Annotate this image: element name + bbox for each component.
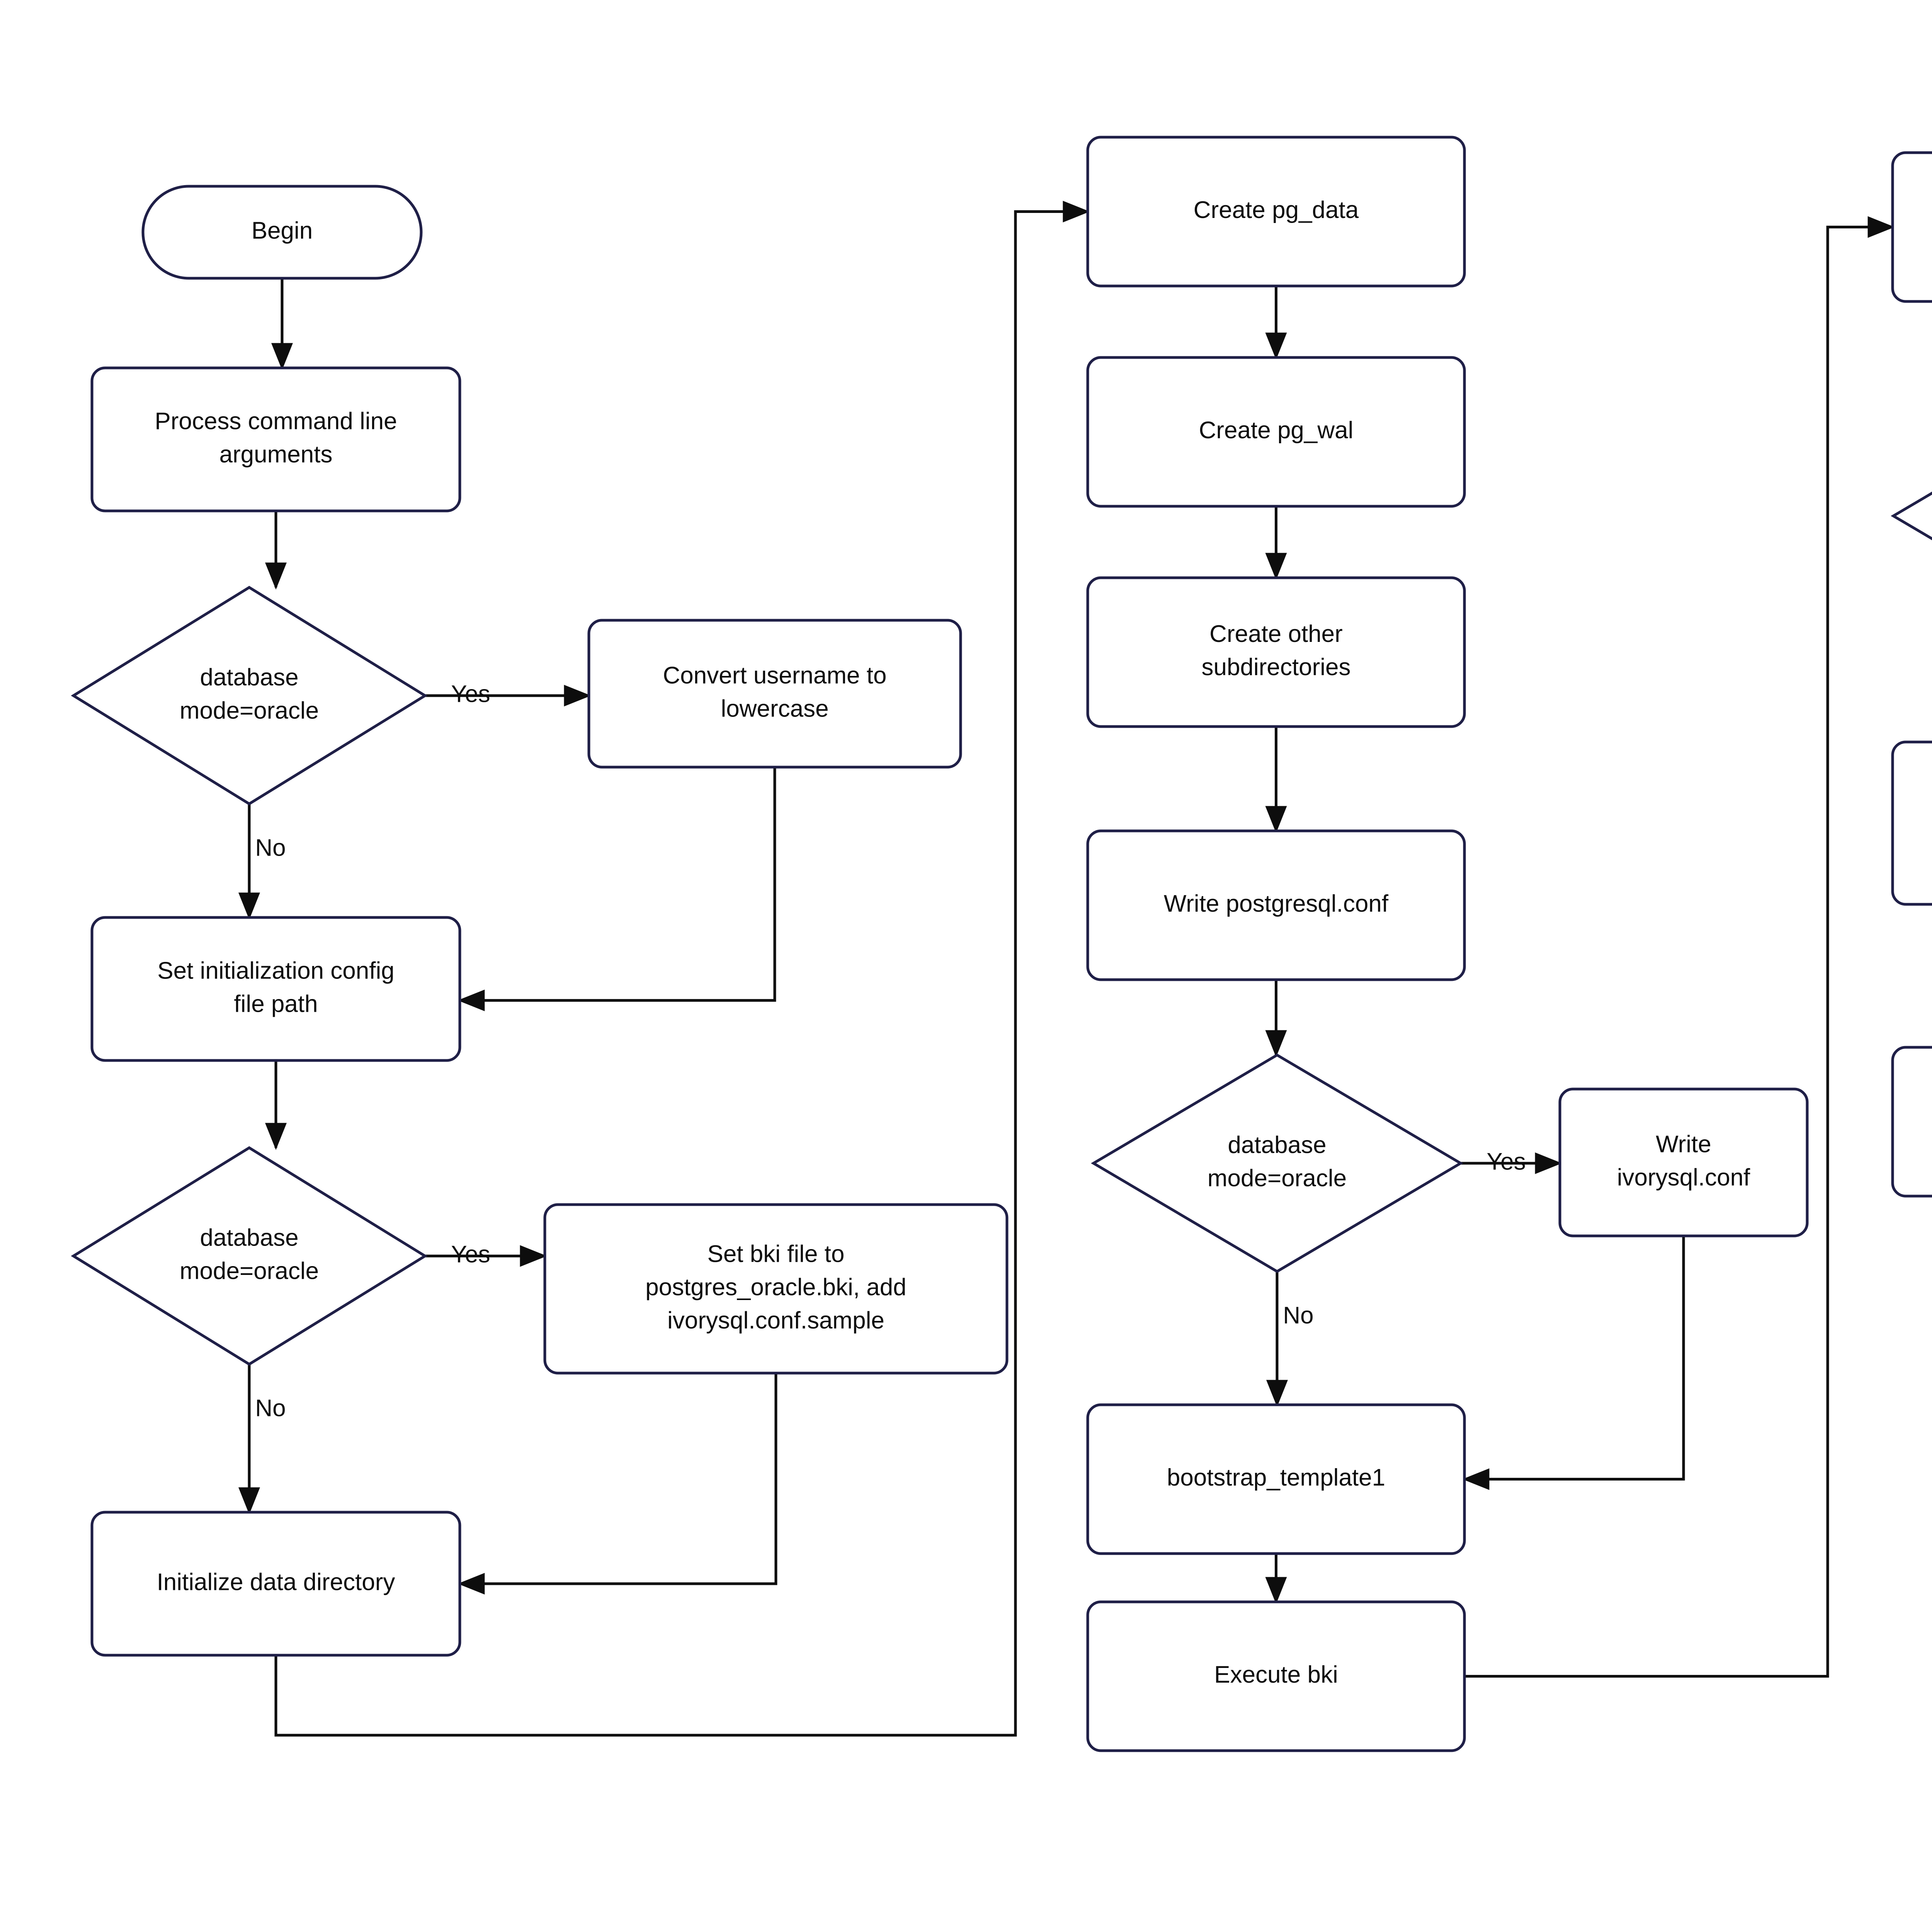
node-load_template0[interactable]: Load template0,postgres, ivorysqldatabas…: [1891, 740, 1932, 906]
node-execute_bki[interactable]: Execute bki: [1086, 1600, 1466, 1752]
node-label: mode=oracle: [1208, 1165, 1347, 1191]
decision-diamond: [71, 1146, 428, 1366]
node-write_ivoryconf[interactable]: Write ivorysql.conf: [1558, 1087, 1809, 1237]
node-label: database: [1228, 1132, 1326, 1158]
edge-label-e_dec3_no: No: [1283, 1302, 1313, 1329]
node-label: Set bki file to: [707, 1241, 845, 1267]
node-label: ivorysql.conf.sample: [667, 1307, 884, 1334]
edge-e_convert_config: [457, 767, 776, 1011]
node-label: Execute bki: [1214, 1661, 1338, 1688]
node-label: Create other: [1209, 621, 1343, 647]
node-set_config_path[interactable]: Set initialization config file path: [90, 916, 461, 1062]
edge-e_initdir_pgdata: [274, 201, 1090, 1737]
process-box: [90, 1511, 461, 1657]
node-label: lowercase: [721, 695, 828, 722]
process-box: [1086, 356, 1466, 508]
node-dec_mode_2[interactable]: database mode=oracle: [71, 1146, 428, 1366]
node-create_other[interactable]: Create other subdirectories: [1086, 576, 1466, 728]
edge-e_exec_initobj: [1464, 216, 1895, 1678]
node-label: arguments: [219, 441, 333, 468]
edges-layer: [238, 201, 1895, 1737]
node-init_data_dir[interactable]: Initialize data directory: [90, 1511, 461, 1657]
edge-label-e_dec2_yes: Yes: [451, 1241, 490, 1268]
node-dec_mode_1[interactable]: database mode=oracle: [71, 585, 428, 806]
edge-label-e_dec1_no: No: [255, 834, 286, 861]
edge-label-e_dec3_yes: Yes: [1486, 1148, 1526, 1175]
node-label: Begin: [252, 217, 313, 244]
process-box: [1558, 1087, 1809, 1237]
node-set_bki[interactable]: Set bki file to postgres_oracle.bki, add i…: [543, 1203, 1009, 1375]
node-label: Process command line: [155, 408, 397, 434]
node-label: Create pg_data: [1194, 197, 1359, 223]
node-label: file path: [234, 990, 318, 1017]
node-process_args[interactable]: Process command line arguments: [90, 366, 461, 512]
node-label: Write postgresql.conf: [1164, 890, 1389, 917]
node-write_pgconf[interactable]: Write postgresql.conf: [1086, 829, 1466, 981]
decision-diamond: [1091, 1053, 1463, 1273]
node-label: ivorysql.conf: [1617, 1164, 1750, 1191]
node-create_pg_data[interactable]: Create pg_data: [1086, 136, 1466, 288]
node-label: database: [200, 1224, 298, 1251]
node-label: subdirectories: [1202, 654, 1351, 681]
node-dec_mode_3[interactable]: database mode=oracle: [1091, 1053, 1463, 1273]
process-box: [1891, 1046, 1932, 1198]
decision-diamond: [71, 585, 428, 806]
node-begin[interactable]: Begin: [141, 185, 423, 280]
process-box: [1891, 740, 1932, 906]
node-label: database: [200, 664, 298, 691]
decision-diamond: [1891, 491, 1932, 541]
terminator-shape: [141, 185, 423, 280]
node-convert_username[interactable]: Convert username to lowercase: [587, 619, 962, 769]
process-box: [1891, 151, 1932, 303]
node-label: Write: [1656, 1131, 1711, 1157]
process-box: [90, 916, 461, 1062]
edge-labels-layer: YesNoYesNoYesNoYesNo: [255, 681, 1526, 1421]
edge-label-e_dec1_yes: Yes: [451, 681, 490, 707]
process-box: [587, 619, 962, 769]
process-box: [1086, 1403, 1466, 1555]
process-box: [90, 366, 461, 512]
node-init_db_objects[interactable]: Initialize databaseobjects: [1891, 151, 1932, 303]
node-label: mode=oracle: [180, 1258, 319, 1284]
node-bootstrap_t1[interactable]: bootstrap_template1: [1086, 1403, 1466, 1555]
node-create_pg_wal[interactable]: Create pg_wal: [1086, 356, 1466, 508]
process-box: [1086, 576, 1466, 728]
node-label: postgres_oracle.bki, add: [645, 1274, 906, 1300]
node-label: Create pg_wal: [1199, 417, 1354, 444]
edge-label-e_dec2_no: No: [255, 1395, 286, 1421]
process-box: [543, 1203, 1009, 1375]
edge-e_bki_initdir: [457, 1373, 777, 1595]
node-print_msg[interactable]: Print completionmessage: [1891, 1046, 1932, 1198]
node-label: mode=oracle: [180, 697, 319, 724]
node-label: Set initialization config: [157, 957, 394, 984]
node-label: Initialize data directory: [157, 1569, 395, 1595]
edge-e_ivoryconf_boot: [1462, 1236, 1685, 1490]
process-box: [1086, 829, 1466, 981]
node-label: Convert username to: [663, 662, 887, 689]
process-box: [1086, 136, 1466, 288]
node-label: bootstrap_template1: [1167, 1464, 1385, 1491]
process-box: [1086, 1600, 1466, 1752]
